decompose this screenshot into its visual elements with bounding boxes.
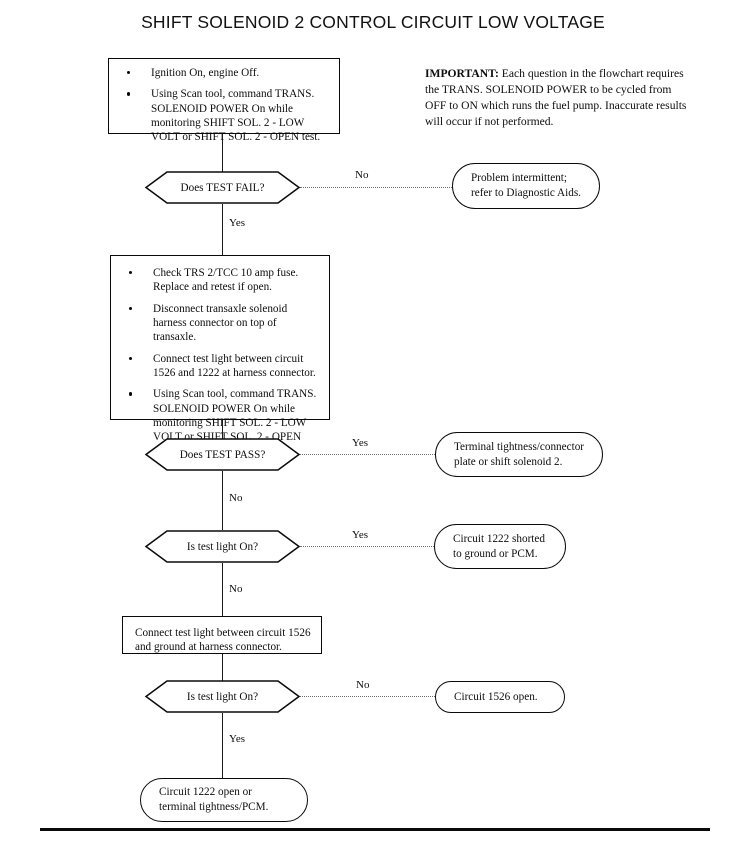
result4-line1: Circuit 1526 open. bbox=[454, 690, 538, 703]
decision-is-test-light-on-1: Is test light On? bbox=[144, 530, 301, 563]
list-item: Connect test light between circuit 1526 … bbox=[111, 352, 321, 381]
branch-label-decision3-yes: Yes bbox=[352, 529, 369, 541]
step1-bullet-1: Ignition On, engine Off. bbox=[151, 67, 260, 79]
connector-step2-to-decision2 bbox=[222, 420, 223, 440]
bullet-dot-icon bbox=[127, 71, 131, 75]
branch-label-decision4-yes: Yes bbox=[229, 733, 246, 745]
branch-label-decision1-yes: Yes bbox=[229, 217, 246, 229]
connector-step1-to-decision1 bbox=[222, 134, 223, 172]
step2-bullet-list: Check TRS 2/TCC 10 amp fuse. Replace and… bbox=[111, 256, 329, 465]
process-box-step2: Check TRS 2/TCC 10 amp fuse. Replace and… bbox=[110, 255, 330, 458]
bullet-dot-icon bbox=[129, 356, 133, 361]
step1-bullet-list: Ignition On, engine Off. Using Scan tool… bbox=[109, 59, 339, 151]
result1-line2: refer to Diagnostic Aids. bbox=[471, 187, 581, 199]
process-box-step1: Ignition On, engine Off. Using Scan tool… bbox=[108, 58, 340, 143]
branch-label-decision3-no: No bbox=[229, 583, 243, 595]
decision-is-test-light-on-2: Is test light On? bbox=[144, 680, 301, 713]
connector-step3-to-decision4 bbox=[222, 654, 223, 681]
branch-label-decision2-no: No bbox=[229, 492, 243, 504]
terminator-circuit-1222-open: Circuit 1222 open or terminal tightness/… bbox=[140, 778, 308, 822]
connector-decision4-yes bbox=[222, 713, 223, 778]
step2-bullet-2: Disconnect transaxle solenoid harness co… bbox=[153, 302, 288, 344]
connector-decision2-yes bbox=[300, 454, 435, 455]
connector-decision3-yes bbox=[300, 546, 434, 547]
branch-label-decision2-yes: Yes bbox=[352, 437, 369, 449]
list-item: Using Scan tool, command TRANS. SOLENOID… bbox=[109, 87, 331, 144]
bullet-dot-icon bbox=[129, 271, 133, 275]
list-item: Ignition On, engine Off. bbox=[109, 66, 331, 80]
connector-decision4-no bbox=[300, 696, 435, 697]
step2-bullet-1: Check TRS 2/TCC 10 amp fuse. Replace and… bbox=[153, 267, 299, 294]
list-item: Check TRS 2/TCC 10 amp fuse. Replace and… bbox=[111, 266, 321, 295]
result1-line1: Problem intermittent; bbox=[471, 172, 568, 185]
branch-label-decision4-no: No bbox=[356, 679, 370, 691]
page-title: SHIFT SOLENOID 2 CONTROL CIRCUIT LOW VOL… bbox=[141, 12, 605, 32]
result3-line2: to ground or PCM. bbox=[453, 547, 538, 560]
result2-line1: Terminal tightness/connector bbox=[454, 440, 585, 453]
bullet-dot-icon bbox=[129, 306, 133, 311]
branch-label-decision1-no: No bbox=[355, 169, 369, 181]
result2-line2: plate or shift solenoid 2. bbox=[454, 455, 563, 468]
result3-line1: Circuit 1222 shorted bbox=[453, 532, 545, 545]
terminator-terminal-tightness: Terminal tightness/connector plate or sh… bbox=[435, 432, 603, 477]
step2-bullet-3: Connect test light between circuit 1526 … bbox=[153, 352, 316, 379]
connector-decision1-no bbox=[300, 187, 452, 188]
step1-bullet-2: Using Scan tool, command TRANS. SOLENOID… bbox=[151, 88, 321, 144]
connector-decision2-no bbox=[222, 471, 223, 530]
result5-line2: terminal tightness/PCM. bbox=[159, 801, 269, 813]
connector-decision1-yes bbox=[222, 204, 223, 255]
terminator-circuit-1526-open: Circuit 1526 open. bbox=[435, 681, 565, 713]
terminator-problem-intermittent: Problem intermittent; refer to Diagnosti… bbox=[452, 163, 600, 209]
step3-text: Connect test light between circuit 1526 … bbox=[135, 627, 311, 654]
important-note-lead: IMPORTANT: bbox=[425, 67, 499, 80]
bullet-dot-icon bbox=[127, 92, 131, 96]
result5-line1: Circuit 1222 open or bbox=[159, 786, 252, 799]
process-box-step3: Connect test light between circuit 1526 … bbox=[122, 616, 322, 654]
footer-rule bbox=[40, 828, 710, 831]
bullet-dot-icon bbox=[129, 392, 133, 396]
connector-decision3-no bbox=[222, 563, 223, 616]
decision-does-test-fail: Does TEST FAIL? bbox=[144, 171, 301, 204]
terminator-circuit-1222-shorted: Circuit 1222 shorted to ground or PCM. bbox=[434, 524, 566, 569]
important-note-body: Each question in the flowchart requires … bbox=[425, 67, 687, 128]
important-note: IMPORTANT: Each question in the flowchar… bbox=[425, 66, 693, 130]
decision-does-test-pass: Does TEST PASS? bbox=[144, 438, 301, 471]
list-item: Disconnect transaxle solenoid harness co… bbox=[111, 302, 321, 345]
